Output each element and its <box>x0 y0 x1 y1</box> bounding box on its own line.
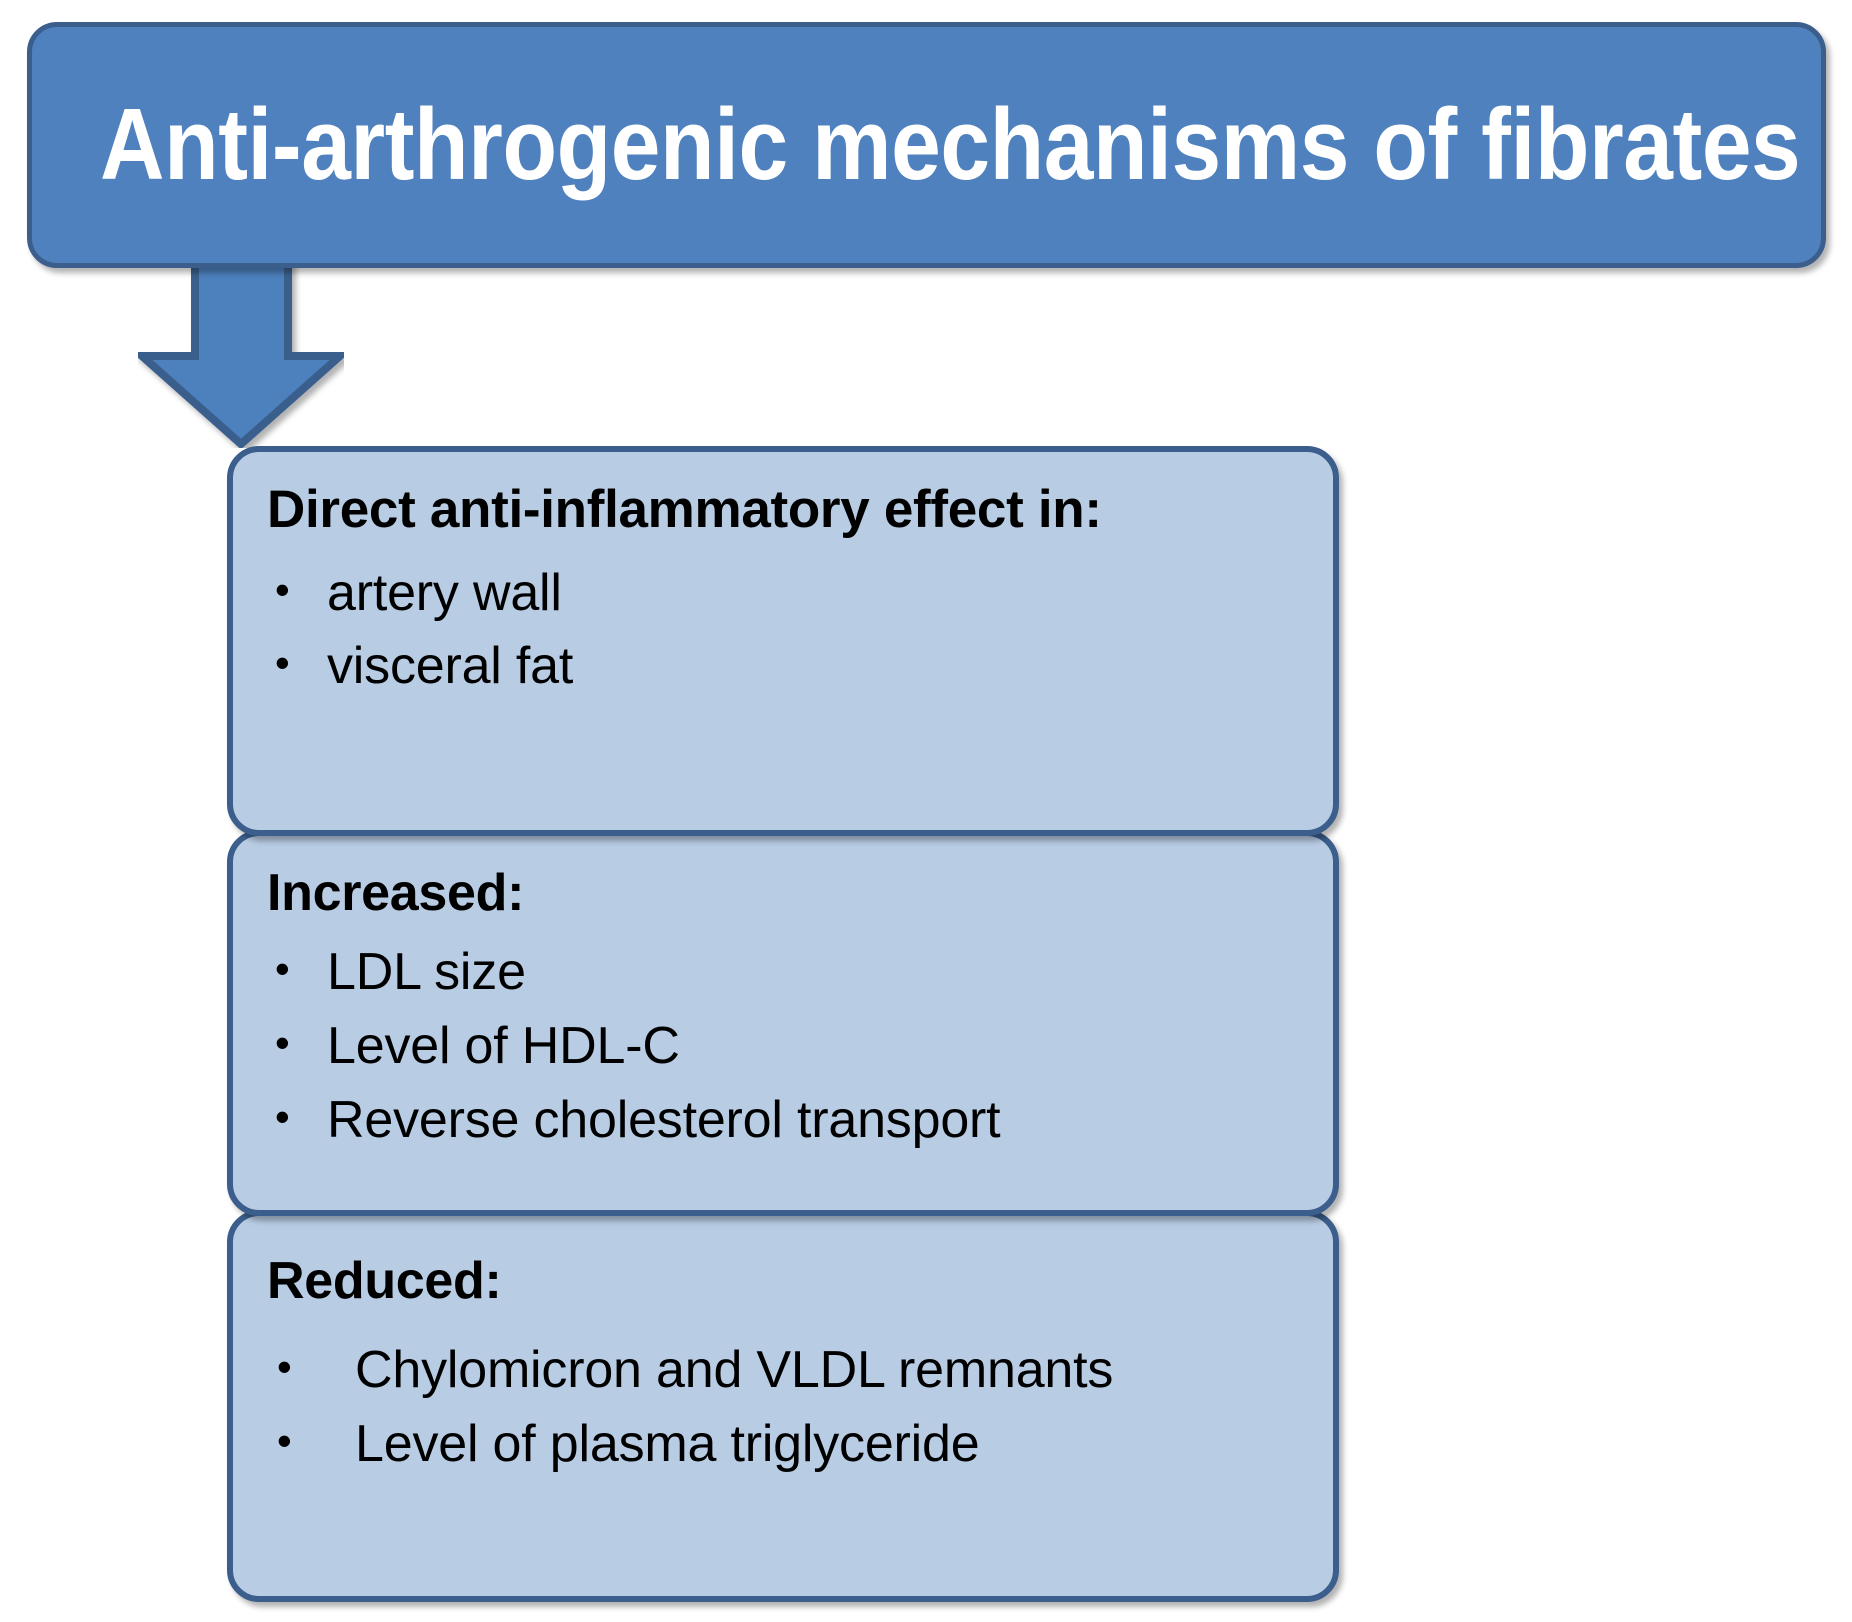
bullet-list: • LDL size • Level of HDL-C • Reverse ch… <box>267 936 1299 1157</box>
header-banner: Anti-arthrogenic mechanisms of fibrates <box>27 22 1826 268</box>
bullet-icon: • <box>275 1092 290 1140</box>
list-item-label: Chylomicron and VLDL remnants <box>355 1341 1114 1400</box>
content-box-increased: Increased: • LDL size • Level of HDL-C •… <box>227 830 1339 1216</box>
list-item: • Level of plasma triglyceride <box>267 1408 1299 1482</box>
list-item: • Reverse cholesterol transport <box>267 1084 1299 1158</box>
list-item-label: Level of HDL-C <box>327 1017 680 1076</box>
box-body: Reduced: • Chylomicron and VLDL remnants… <box>233 1216 1333 1492</box>
bullet-icon: • <box>275 566 290 614</box>
bullet-icon: • <box>275 639 290 687</box>
list-item: • artery wall <box>267 557 1299 630</box>
box-heading: Increased: <box>267 864 525 922</box>
box-heading: Reduced: <box>267 1252 502 1310</box>
content-box-reduced: Reduced: • Chylomicron and VLDL remnants… <box>227 1210 1339 1602</box>
list-item-label: visceral fat <box>327 637 574 696</box>
list-item-label: Reverse cholesterol transport <box>327 1090 1001 1149</box>
list-item: • LDL size <box>267 936 1299 1010</box>
bullet-icon: • <box>275 945 290 993</box>
list-item: • Level of HDL-C <box>267 1010 1299 1084</box>
list-item: • visceral fat <box>267 630 1299 703</box>
page-title: Anti-arthrogenic mechanisms of fibrates <box>100 88 1801 201</box>
box-heading: Direct anti-inflammatory effect in: <box>267 480 1102 539</box>
list-item-label: Level of plasma triglyceride <box>355 1415 980 1474</box>
box-body: Increased: • LDL size • Level of HDL-C •… <box>233 836 1333 1168</box>
down-arrow-icon <box>131 244 351 450</box>
bullet-list: • artery wall • visceral fat <box>267 557 1299 703</box>
bullet-icon: • <box>277 1343 292 1391</box>
down-arrow-shape <box>131 244 351 450</box>
bullet-list: • Chylomicron and VLDL remnants • Level … <box>267 1334 1299 1482</box>
list-item-label: artery wall <box>327 564 562 623</box>
bullet-icon: • <box>275 1019 290 1067</box>
list-item-label: LDL size <box>327 943 526 1002</box>
bullet-icon: • <box>277 1417 292 1465</box>
content-box-direct-anti-inflammatory: Direct anti-inflammatory effect in: • ar… <box>227 446 1339 836</box>
box-body: Direct anti-inflammatory effect in: • ar… <box>233 452 1333 713</box>
list-item: • Chylomicron and VLDL remnants <box>267 1334 1299 1408</box>
